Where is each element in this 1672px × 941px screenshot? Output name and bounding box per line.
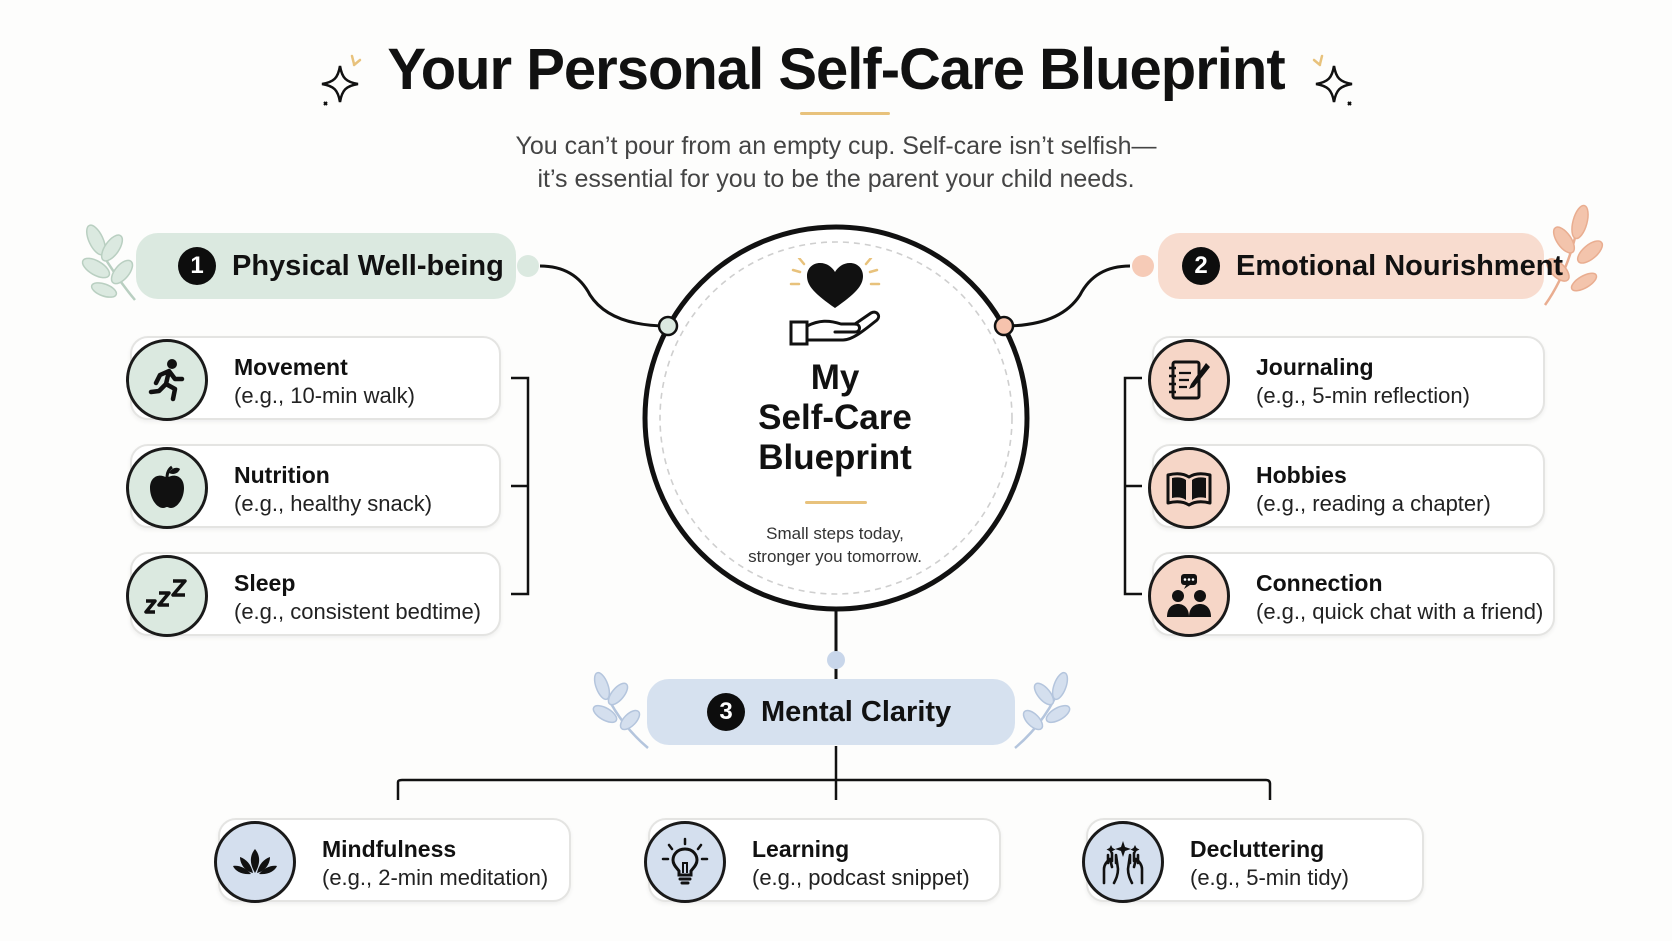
subtitle: You can’t pour from an empty cup. Self-c…: [0, 130, 1672, 196]
category-title: Emotional Nourishment: [1236, 249, 1564, 282]
item-card-nutrition: Nutrition (e.g., healthy snack): [126, 444, 501, 529]
leaf-sprig-left-icon: [81, 224, 136, 301]
running-person-icon: [126, 339, 208, 421]
sparkle-left-icon: [321, 54, 362, 106]
category-title: Physical Well-being: [232, 249, 504, 282]
leaf-sprig-bottom-left-icon: [592, 671, 649, 749]
item-label: Sleep: [234, 570, 296, 596]
item-label: Journaling: [1256, 354, 1374, 380]
category-number-badge: 3: [707, 693, 745, 731]
center-inner-ring: [659, 241, 1013, 595]
open-book-icon: [1148, 447, 1230, 529]
category-number-badge: 1: [178, 247, 216, 285]
leaf-sprig-right-icon: [1543, 204, 1604, 306]
zzz-sleep-icon: [126, 555, 208, 637]
item-example: (e.g., quick chat with a friend): [1256, 599, 1544, 624]
sparkle-right-icon: [1312, 54, 1353, 106]
journal-pen-icon: [1148, 339, 1230, 421]
page-title: Your Personal Self-Care Blueprint: [387, 37, 1285, 102]
category-pill-emotional: 2 Emotional Nourishment: [1158, 233, 1563, 299]
item-example: (e.g., 5-min reflection): [1256, 383, 1470, 408]
item-label: Movement: [234, 354, 348, 380]
item-example: (e.g., podcast snippet): [752, 865, 970, 890]
center-title: My Self-Care Blueprint: [735, 358, 935, 478]
item-label: Learning: [752, 836, 850, 862]
center-title-line: Blueprint: [758, 438, 912, 477]
item-label: Connection: [1256, 570, 1383, 596]
item-card-movement: Movement (e.g., 10-min walk): [126, 336, 501, 421]
item-card-mindfulness: Mindfulness (e.g., 2-min meditation): [214, 818, 571, 903]
lotus-icon: [214, 821, 296, 903]
center-underline: [805, 501, 867, 504]
item-label: Nutrition: [234, 462, 330, 488]
item-label: Hobbies: [1256, 462, 1347, 488]
subtitle-line-1: You can’t pour from an empty cup. Self-c…: [515, 132, 1157, 160]
item-label: Mindfulness: [322, 836, 457, 862]
subtitle-line-2: it’s essential for you to be the parent …: [537, 165, 1135, 193]
item-card-decluttering: Decluttering (e.g., 5-min tidy): [1082, 818, 1424, 903]
item-example: (e.g., reading a chapter): [1256, 491, 1491, 516]
item-example: (e.g., 2-min meditation): [322, 865, 549, 890]
item-example: (e.g., consistent bedtime): [234, 599, 482, 624]
item-card-connection: Connection (e.g., quick chat with a frie…: [1148, 552, 1555, 637]
center-caption: Small steps today, stronger you tomorrow…: [705, 522, 965, 568]
sparkle-hands-icon: [1082, 821, 1164, 903]
item-card-journaling: Journaling (e.g., 5-min reflection): [1148, 336, 1545, 421]
item-example: (e.g., healthy snack): [234, 491, 433, 516]
item-card-sleep: Sleep (e.g., consistent bedtime): [126, 552, 501, 637]
item-label: Decluttering: [1190, 836, 1325, 862]
center-title-line: My: [810, 358, 860, 397]
people-chat-icon: [1148, 555, 1230, 637]
center-caption-line: stronger you tomorrow.: [748, 547, 922, 566]
item-card-hobbies: Hobbies (e.g., reading a chapter): [1148, 444, 1545, 529]
category-pill-mental: 3 Mental Clarity: [647, 679, 1015, 745]
category-pill-physical: 1 Physical Well-being: [136, 233, 516, 299]
center-title-line: Self-Care: [758, 398, 912, 437]
category-title: Mental Clarity: [761, 695, 952, 728]
item-example: (e.g., 5-min tidy): [1190, 865, 1349, 890]
leaf-sprig-bottom-right-icon: [1014, 671, 1071, 749]
item-example: (e.g., 10-min walk): [234, 383, 415, 408]
title-underline: [800, 112, 890, 115]
item-card-learning: Learning (e.g., podcast snippet): [644, 818, 1001, 903]
heart-in-hand-icon: [789, 258, 881, 346]
lightbulb-icon: [644, 821, 726, 903]
apple-icon: [126, 447, 208, 529]
center-caption-line: Small steps today,: [766, 524, 904, 543]
category-number-badge: 2: [1182, 247, 1220, 285]
